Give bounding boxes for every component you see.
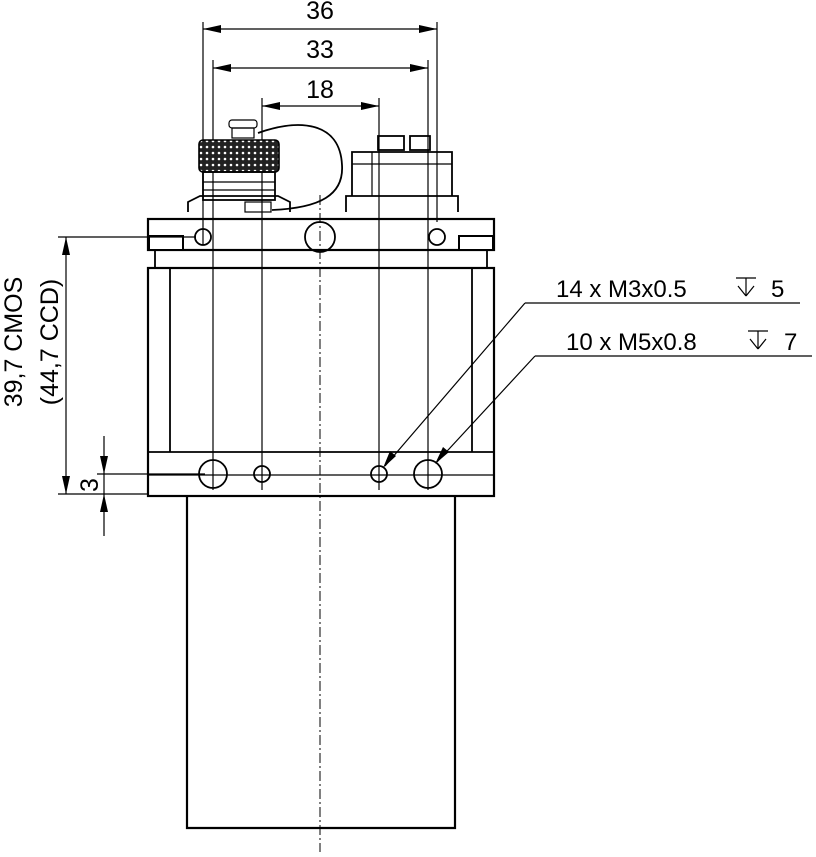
square-connector bbox=[345, 135, 459, 212]
dimension-36: 36 bbox=[202, 0, 438, 245]
callout-m3-holes: 14 x M3x0.5 5 bbox=[383, 276, 800, 468]
dimension-18: 18 bbox=[261, 76, 380, 490]
callout-m3-label: 14 x M3x0.5 bbox=[556, 276, 687, 303]
camera-body bbox=[146, 266, 496, 498]
dimension-height-ccd: (44,7 CCD) bbox=[36, 279, 64, 405]
dimension-3: 3 bbox=[76, 436, 205, 536]
connector-cable bbox=[257, 124, 343, 211]
callout-m5-holes: 10 x M5x0.8 7 bbox=[435, 329, 812, 464]
top-flange bbox=[146, 217, 496, 269]
dimension-height: 39,7 CMOS (44,7 CCD) bbox=[0, 236, 196, 495]
depth-symbol-icon bbox=[748, 330, 768, 350]
dimension-height-cmos: 39,7 CMOS bbox=[0, 277, 28, 408]
lens-barrel bbox=[185, 496, 457, 830]
dimension-18-label: 18 bbox=[306, 76, 334, 104]
callout-m5-depth: 7 bbox=[784, 329, 797, 356]
callout-m5-label: 10 x M5x0.8 bbox=[566, 329, 697, 356]
callout-m3-depth: 5 bbox=[771, 276, 784, 303]
dimension-33: 33 bbox=[212, 36, 429, 490]
round-connector bbox=[187, 119, 291, 213]
dimension-36-label: 36 bbox=[306, 0, 334, 25]
dimension-3-label: 3 bbox=[76, 478, 104, 492]
dimension-33-label: 33 bbox=[306, 36, 334, 64]
depth-symbol-icon bbox=[736, 277, 756, 297]
